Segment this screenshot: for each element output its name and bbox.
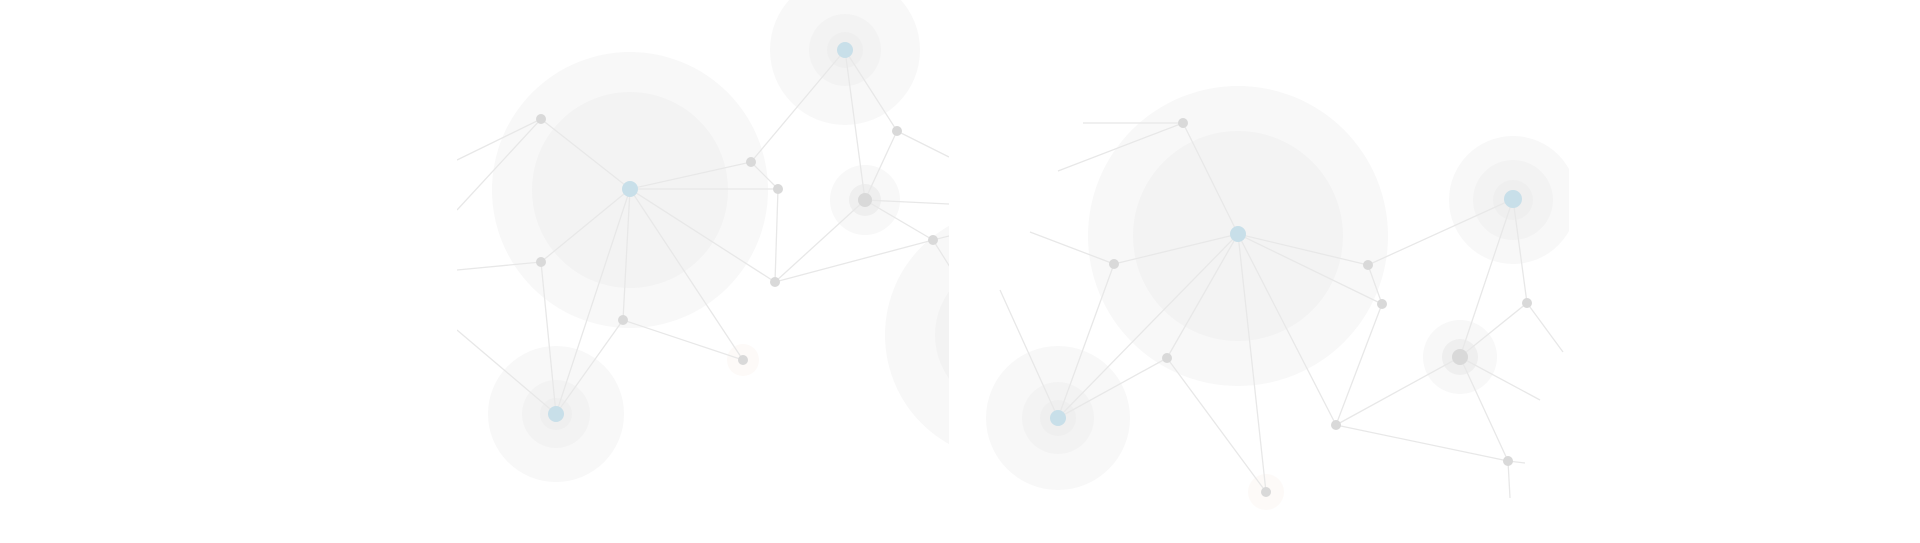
left-network-graph [457, 0, 949, 482]
nodes [536, 42, 938, 422]
edges [999, 122, 1564, 499]
nodes [1050, 118, 1532, 497]
edges [457, 49, 949, 415]
right-network-graph [986, 86, 1569, 510]
halos [986, 86, 1569, 510]
